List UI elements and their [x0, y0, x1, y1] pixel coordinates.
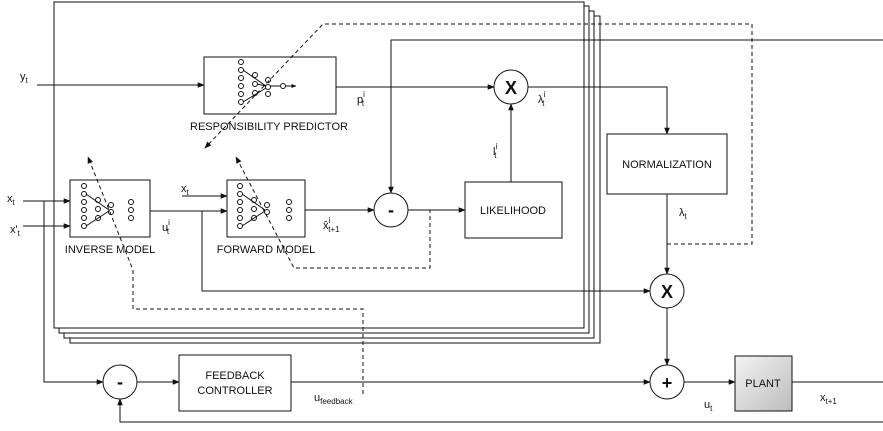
plant-label: PLANT: [745, 378, 781, 390]
subtract-symbol: -: [388, 200, 394, 220]
signal-x-prime-t: x't: [10, 224, 21, 238]
signal-lines: [23, 39, 883, 423]
forward-model-label: FORWARD MODEL: [217, 244, 315, 256]
likelihood-block: [464, 181, 563, 239]
normalization-label: NORMALIZATION: [622, 159, 712, 171]
signal-x-t-forward: xt: [181, 183, 190, 197]
learning-signal-lines: [87, 23, 753, 394]
neural-net-icon: [238, 59, 297, 105]
subtract-symbol: -: [117, 372, 123, 392]
signal-lambda-t: λt: [679, 207, 688, 221]
feedback-controller-label-line2: CONTROLLER: [197, 385, 272, 397]
add-symbol: +: [662, 373, 673, 393]
neural-net-icon: [81, 183, 134, 229]
multiply-symbol: X: [505, 78, 517, 98]
responsibility-predictor-label: RESPONSIBILITY PREDICTOR: [190, 121, 348, 133]
inverse-model-block: [69, 179, 151, 238]
inverse-model-label: INVERSE MODEL: [65, 244, 155, 256]
signal-u-feedback: ufeedback: [314, 392, 354, 406]
module-frame-front: [53, 1, 585, 329]
forward-model-block: [226, 179, 306, 238]
signal-u-t: ut: [704, 399, 713, 413]
responsibility-predictor-block: [203, 56, 337, 115]
likelihood-label: LIKELIHOOD: [480, 205, 546, 217]
signal-y-t: yt: [20, 71, 29, 85]
feedback-controller-block: [178, 354, 292, 412]
neural-net-icon: [237, 183, 292, 229]
signal-x-t-inverse: xt: [7, 193, 16, 207]
signal-x-t1: xt+1: [820, 392, 837, 406]
multiply-symbol: X: [661, 282, 673, 302]
feedback-controller-label-line1: FEEDBACK: [205, 370, 265, 382]
